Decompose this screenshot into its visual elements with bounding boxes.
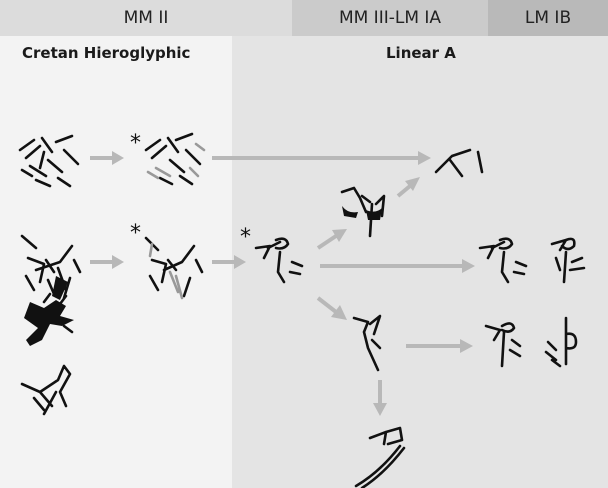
panel-cretan-hieroglyphic <box>0 0 232 488</box>
asterisk-marker: * <box>130 221 141 246</box>
glyph-linear-a-2b <box>478 237 528 284</box>
glyph-hieroglyphic-outline <box>20 364 72 416</box>
glyph-linear-a-1 <box>434 148 484 178</box>
asterisk-marker: * <box>240 225 251 250</box>
glyph-linear-a-4 <box>354 426 406 488</box>
glyph-hieroglyphic-2b <box>144 236 204 300</box>
arrow-down-vertical <box>373 380 387 416</box>
glyph-linear-a-3a <box>352 314 382 372</box>
glyph-hieroglyphic-1a <box>18 134 80 188</box>
arrow-row2-long <box>320 259 475 273</box>
arrow-row1-long <box>212 151 431 165</box>
arrow-down-diagonal <box>316 296 347 320</box>
arrow-row3 <box>406 339 473 353</box>
glyph-hieroglyphic-1b <box>144 132 206 186</box>
arrow-row2-b <box>212 255 246 269</box>
period-label: LM IB <box>524 8 572 28</box>
glyph-linear-a-2c <box>550 237 586 284</box>
glyph-hieroglyphic-silhouette <box>24 292 74 346</box>
glyph-linear-a-2a <box>254 237 304 284</box>
arrow-up-diagonal <box>316 229 347 250</box>
arrow-row1-a <box>90 151 124 165</box>
period-label: MM III-LM IA <box>338 8 442 28</box>
period-header-lm-ib: LM IB <box>488 0 608 36</box>
panel-linear-a <box>232 0 608 488</box>
glyph-linear-a-upper <box>340 186 386 238</box>
script-title-linear-a: Linear A <box>386 44 456 62</box>
arrow-up-diagonal-2 <box>396 177 420 198</box>
arrow-row2-a <box>90 255 124 269</box>
period-header-mm-iii-lm-ia: MM III-LM IA <box>292 0 488 36</box>
script-title-cretan-hieroglyphic: Cretan Hieroglyphic <box>22 44 191 62</box>
glyph-linear-a-3c <box>544 316 578 368</box>
glyph-linear-a-3b <box>484 322 522 368</box>
period-label: MM II <box>123 8 169 28</box>
asterisk-marker: * <box>130 131 141 156</box>
glyph-hieroglyphic-2a <box>20 234 82 300</box>
period-header-mm-ii: MM II <box>0 0 292 36</box>
